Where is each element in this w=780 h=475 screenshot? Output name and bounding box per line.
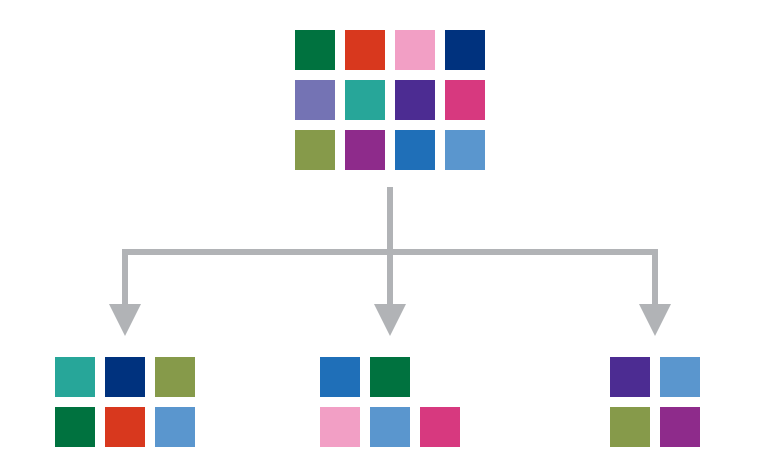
subgroup-grid <box>320 357 460 447</box>
color-square <box>105 407 145 447</box>
color-square <box>395 80 435 120</box>
color-square <box>295 80 335 120</box>
arrowhead-icon <box>109 304 141 336</box>
connector-lines <box>109 187 671 336</box>
color-square <box>345 80 385 120</box>
source-group <box>295 30 485 170</box>
color-square <box>55 357 95 397</box>
color-square <box>345 130 385 170</box>
color-square <box>105 357 145 397</box>
subgroups <box>55 357 700 447</box>
color-square <box>295 30 335 70</box>
color-square <box>445 80 485 120</box>
arrowhead-icon <box>639 304 671 336</box>
color-square <box>320 357 360 397</box>
source-grid <box>295 30 485 170</box>
color-square <box>295 130 335 170</box>
color-square <box>660 357 700 397</box>
color-square <box>55 407 95 447</box>
color-square <box>395 130 435 170</box>
color-square <box>420 407 460 447</box>
color-square <box>345 30 385 70</box>
color-square <box>370 357 410 397</box>
subgroup-grid <box>610 357 700 447</box>
color-square <box>320 407 360 447</box>
color-square <box>370 407 410 447</box>
color-square <box>445 30 485 70</box>
color-square <box>610 407 650 447</box>
arrowhead-icon <box>374 304 406 336</box>
color-square <box>610 357 650 397</box>
color-square <box>395 30 435 70</box>
color-square <box>155 357 195 397</box>
subgroup-grid <box>55 357 195 447</box>
color-square <box>155 407 195 447</box>
color-square <box>445 130 485 170</box>
color-square <box>660 407 700 447</box>
